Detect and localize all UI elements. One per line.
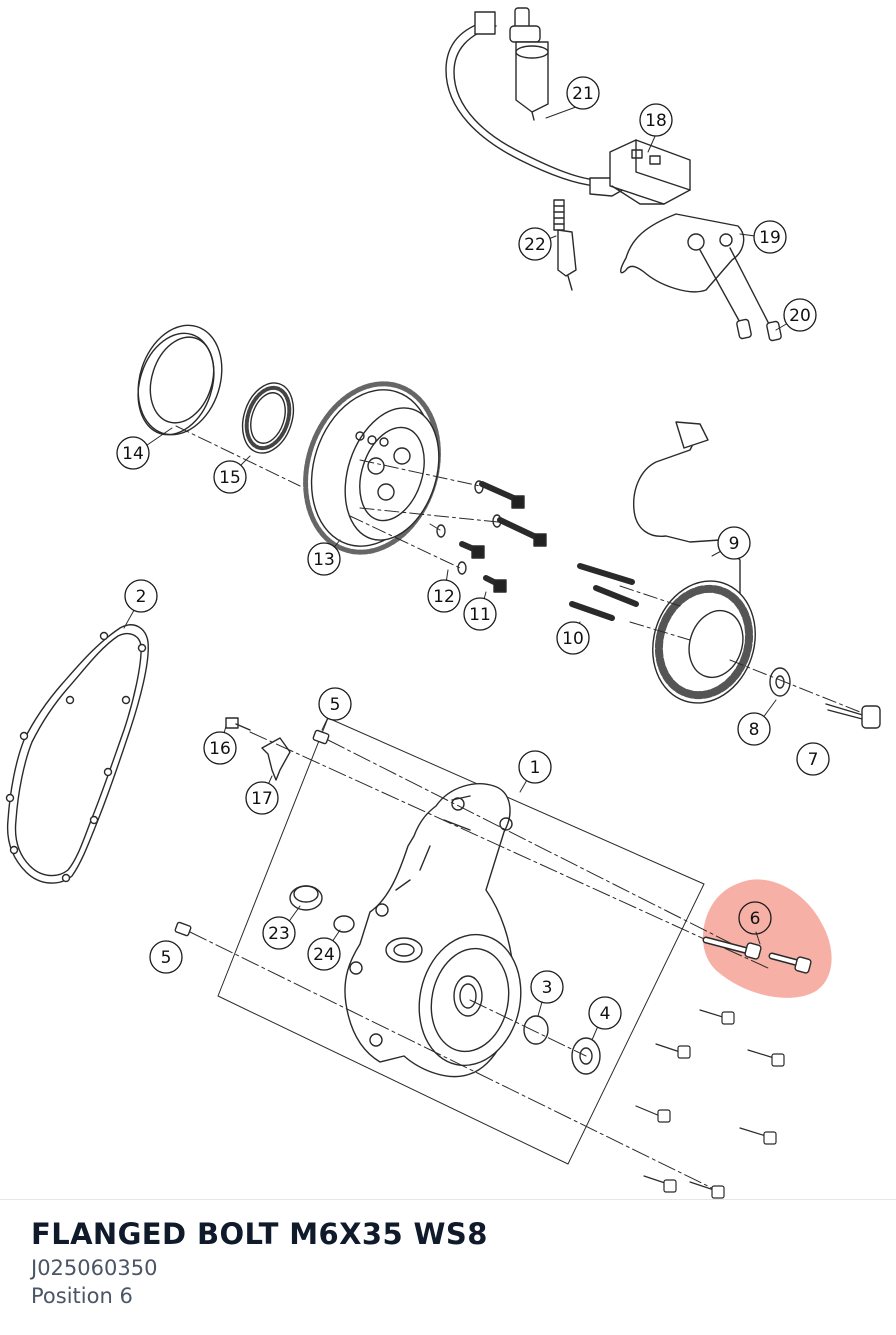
callout-3[interactable]: 3 (530, 970, 564, 1004)
o-ring-3[interactable] (523, 1015, 549, 1045)
svg-text:12: 12 (433, 587, 455, 607)
svg-text:3: 3 (542, 978, 553, 998)
spark-plug[interactable] (553, 199, 577, 291)
svg-text:14: 14 (122, 444, 144, 464)
callout-8[interactable]: 8 (737, 712, 771, 746)
flywheel[interactable] (285, 366, 460, 569)
svg-text:4: 4 (600, 1004, 611, 1024)
callout-4[interactable]: 4 (588, 996, 622, 1030)
svg-text:18: 18 (645, 111, 667, 131)
generator-cover[interactable] (344, 783, 533, 1078)
callout-13[interactable]: 13 (307, 542, 341, 576)
callout-1[interactable]: 1 (518, 750, 552, 784)
svg-text:19: 19 (759, 228, 781, 248)
callout-10[interactable]: 10 (556, 621, 590, 655)
callout-16[interactable]: 16 (203, 731, 237, 765)
callout-19[interactable]: 19 (753, 220, 787, 254)
callout-2[interactable]: 2 (124, 579, 158, 613)
callout-14[interactable]: 14 (116, 436, 150, 470)
svg-text:8: 8 (749, 720, 760, 740)
callout-6[interactable]: 6 (738, 901, 772, 935)
part-number: J025060350 (31, 1256, 158, 1280)
callout-5-upper[interactable]: 5 (318, 687, 352, 721)
callout-17[interactable]: 17 (245, 781, 279, 815)
dowel-pin-lower[interactable] (174, 921, 192, 937)
coil-bracket[interactable] (620, 213, 782, 342)
svg-text:20: 20 (789, 306, 811, 326)
callout-18[interactable]: 18 (639, 103, 673, 137)
cover-plug-23[interactable] (289, 885, 323, 911)
svg-text:6: 6 (750, 909, 761, 929)
svg-text:5: 5 (161, 948, 172, 968)
svg-text:1: 1 (530, 758, 541, 778)
callout-22[interactable]: 22 (518, 227, 552, 261)
svg-text:15: 15 (219, 468, 241, 488)
callout-12[interactable]: 12 (427, 579, 461, 613)
cover-gasket[interactable] (6, 624, 149, 884)
svg-text:5: 5 (330, 695, 341, 715)
callout-24[interactable]: 24 (307, 937, 341, 971)
flywheel-bolts[interactable] (436, 480, 547, 593)
svg-text:24: 24 (313, 945, 335, 965)
callout-20[interactable]: 20 (783, 298, 817, 332)
svg-text:16: 16 (209, 739, 231, 759)
sensor-16[interactable] (225, 717, 251, 731)
callout-7[interactable]: 7 (796, 742, 830, 776)
callout-5-lower[interactable]: 5 (149, 940, 183, 974)
callout-23[interactable]: 23 (262, 916, 296, 950)
svg-text:17: 17 (251, 789, 273, 809)
freewheel-bearing[interactable] (234, 376, 302, 459)
o-ring-24[interactable] (333, 915, 355, 933)
dowel-pin-upper[interactable] (312, 729, 330, 745)
generator-cover-frame (217, 717, 705, 1165)
cover-bolts[interactable] (635, 1009, 785, 1199)
svg-text:22: 22 (524, 235, 546, 255)
callout-11[interactable]: 11 (463, 597, 497, 631)
svg-text:2: 2 (136, 587, 147, 607)
flanged-bolt-m6x35-ws8[interactable] (702, 936, 812, 974)
svg-text:7: 7 (808, 750, 819, 770)
divider (0, 1199, 896, 1200)
flywheel-cover-ring[interactable] (125, 314, 236, 445)
svg-text:23: 23 (268, 924, 290, 944)
svg-text:21: 21 (572, 84, 594, 104)
ignition-coil-assembly[interactable] (445, 7, 691, 205)
stator[interactable] (569, 421, 881, 729)
callout-9[interactable]: 9 (717, 526, 751, 560)
callout-15[interactable]: 15 (213, 460, 247, 494)
svg-text:9: 9 (729, 534, 740, 554)
part-name: FLANGED BOLT M6X35 WS8 (31, 1217, 488, 1251)
svg-text:13: 13 (313, 550, 335, 570)
svg-text:10: 10 (562, 629, 584, 649)
part-info-panel: FLANGED BOLT M6X35 WS8 J025060350 Positi… (31, 1214, 871, 1310)
callout-21[interactable]: 21 (566, 76, 600, 110)
svg-text:11: 11 (469, 605, 491, 625)
clip-17[interactable] (261, 737, 291, 781)
exploded-parts-diagram: 1 2 3 4 5 5 6 7 8 9 10 11 12 13 14 15 16… (5, 7, 881, 1199)
part-position: Position 6 (31, 1284, 133, 1308)
